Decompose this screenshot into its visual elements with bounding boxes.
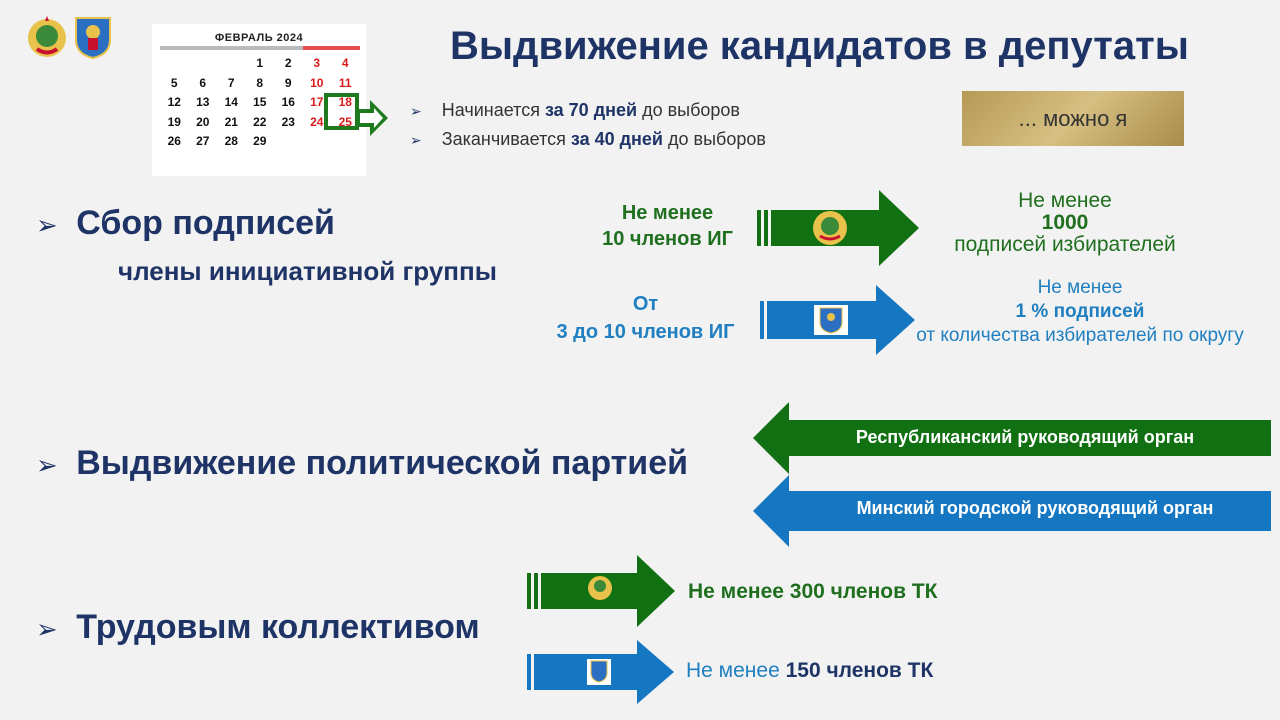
calendar-weekday-header: [302, 46, 331, 50]
calendar-day: 11: [338, 75, 352, 90]
labor-republic-arrow-icon: [527, 555, 675, 627]
calendar-day: 4: [341, 56, 349, 70]
calendar-weekday-header: [188, 46, 217, 50]
party-heading-row: ➢ Выдвижение политической партией: [36, 444, 688, 483]
timing-start: ➢ Начинается за 70 дней до выборов: [410, 100, 740, 120]
calendar-day: 6: [199, 75, 207, 90]
calendar-title: ФЕВРАЛЬ 2024: [214, 32, 304, 44]
labor-minsk-text: Не менее 150 членов ТК: [686, 659, 934, 682]
republic-body-label: Республиканский руководящий орган: [855, 427, 1195, 447]
minsk-body-arrow-icon: [753, 475, 1271, 547]
page-title: Выдвижение кандидатов в депутаты: [450, 24, 1189, 68]
minsk-arrow-icon: [760, 285, 915, 355]
calendar-day: 27: [196, 134, 210, 148]
republic-requirement: Не менее 10 членов ИГ: [602, 202, 733, 250]
signatures-heading-row: ➢ Сбор подписей: [36, 204, 335, 243]
republic-arrow-icon: [757, 190, 919, 266]
labor-heading: Трудовым коллективом: [76, 608, 480, 646]
calendar-day: 19: [167, 114, 181, 129]
calendar-day: 14: [224, 95, 238, 109]
video-badge: ... можно я: [962, 91, 1184, 146]
calendar-day: 2: [284, 56, 292, 70]
calendar-day: 20: [196, 114, 210, 129]
calendar-day: 10: [310, 75, 324, 90]
calendar-day: 26: [167, 134, 181, 148]
labor-minsk-arrow-icon: [527, 640, 674, 704]
calendar-day: 5: [170, 75, 178, 90]
calendar-day: 7: [227, 75, 235, 90]
calendar-day: 12: [167, 95, 181, 109]
labor-republic-text: Не менее 300 членов ТК: [688, 580, 938, 603]
calendar-day: 29: [253, 134, 267, 148]
calendar-day: 25: [338, 114, 352, 129]
minsk-emblem-icon: [75, 17, 111, 60]
calendar-day: 9: [284, 75, 292, 90]
chevron-right-icon: ➢: [36, 614, 58, 644]
chevron-right-icon: ➢: [36, 450, 58, 480]
signatures-subheading: члены инициативной группы: [118, 256, 497, 286]
calendar-arrow-icon: [356, 100, 388, 136]
minsk-result: Не менее 1 % подписей от количества изби…: [916, 277, 1244, 346]
calendar-day: 17: [310, 95, 324, 109]
calendar-weekday-header: [160, 46, 189, 50]
chevron-right-icon: ➢: [410, 103, 422, 119]
minsk-requirement: От 3 до 10 членов ИГ: [556, 293, 735, 343]
belarus-emblem-icon: [28, 16, 66, 57]
chevron-right-icon: ➢: [410, 132, 422, 148]
calendar-day: 24: [310, 114, 324, 129]
signatures-heading: Сбор подписей: [76, 204, 335, 242]
calendar-day: 13: [196, 95, 210, 109]
calendar-day: 3: [313, 56, 321, 70]
party-heading: Выдвижение политической партией: [76, 444, 689, 482]
calendar-day: 16: [281, 95, 295, 109]
calendar-day: 22: [253, 114, 267, 129]
calendar-day: 8: [256, 75, 264, 90]
calendar-weekday-header: [274, 46, 303, 50]
calendar-day: 21: [224, 114, 238, 129]
calendar-highlight: [324, 93, 359, 130]
calendar-day: 1: [256, 56, 264, 70]
calendar-weekday-header: [217, 46, 246, 50]
calendar-day: 23: [281, 114, 295, 129]
republic-result: Не менее 1000 подписей избирателей: [954, 189, 1176, 256]
calendar-day: 18: [338, 95, 352, 109]
minsk-body-label: Минский городской руководящий орган: [856, 498, 1214, 518]
calendar-weekday-header: [331, 46, 360, 50]
republic-body-arrow-icon: [753, 402, 1271, 474]
calendar-day: 15: [253, 95, 267, 109]
timing-end: ➢ Заканчивается за 40 дней до выборов: [410, 129, 766, 149]
chevron-right-icon: ➢: [36, 210, 58, 240]
calendar-weekday-header: [245, 46, 274, 50]
calendar-day: 28: [224, 134, 238, 148]
labor-heading-row: ➢ Трудовым коллективом: [36, 608, 480, 647]
